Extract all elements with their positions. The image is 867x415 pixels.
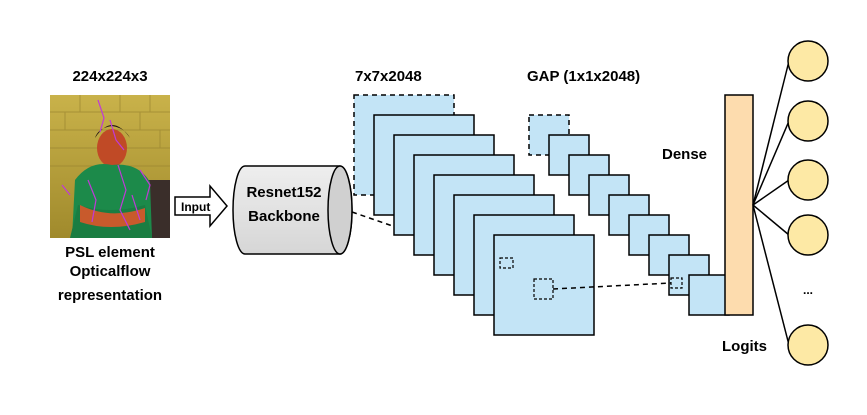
dense-layer-bar <box>724 94 754 316</box>
logit-connections <box>752 60 790 346</box>
backbone-cylinder <box>232 165 353 255</box>
logit-edge <box>752 120 790 206</box>
logits-label: Logits <box>722 338 767 355</box>
logit-edge <box>752 179 790 206</box>
input-size-label: 224x224x3 <box>72 68 147 85</box>
logit-node <box>787 40 829 82</box>
backbone-label-line-1: Resnet152 <box>246 184 321 201</box>
gap-vector-stack <box>528 114 730 316</box>
logit-node <box>787 214 829 256</box>
gap-cell-selected <box>670 277 683 289</box>
feature-map-label: 7x7x2048 <box>355 68 422 85</box>
feature-to-gap-connector <box>552 282 672 290</box>
input-caption-line-1: PSL element <box>65 244 155 261</box>
input-arrow <box>174 183 228 229</box>
logit-edge <box>752 60 790 206</box>
backbone-label-line-2: Backbone <box>248 208 320 225</box>
feature-cell-selected <box>533 278 554 300</box>
feature-map-stack <box>353 94 595 336</box>
feature-map-layer <box>493 234 595 336</box>
feature-cell-small <box>499 257 514 269</box>
logit-edge <box>752 204 790 346</box>
logit-node <box>787 159 829 201</box>
input-caption-line-2: Opticalflow <box>70 263 151 280</box>
logit-edge <box>752 204 790 236</box>
input-caption-line-3: representation <box>58 287 162 304</box>
gap-vector-layer <box>688 274 730 316</box>
logit-node <box>787 324 829 366</box>
gap-label: GAP (1x1x2048) <box>527 68 640 85</box>
logits-ellipsis: ... <box>803 283 813 297</box>
dense-label: Dense <box>662 146 707 163</box>
logit-nodes <box>787 40 829 366</box>
logit-node <box>787 100 829 142</box>
input-photo <box>50 95 170 238</box>
input-arrow-label: Input <box>181 200 210 214</box>
